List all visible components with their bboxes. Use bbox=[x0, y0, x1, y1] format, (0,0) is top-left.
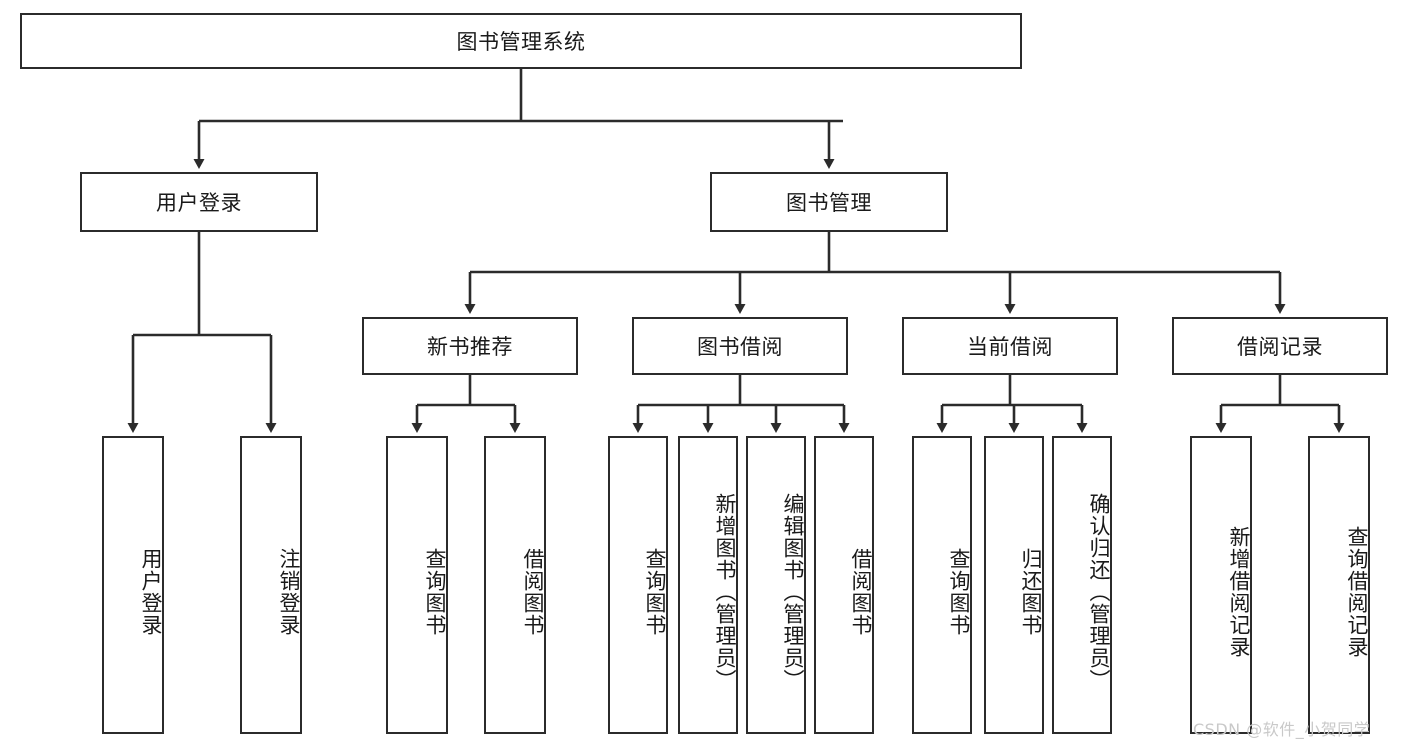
leaf-query-book-recommend[interactable]: 查询图书 bbox=[386, 436, 448, 734]
leaf-confirm-return-admin-label: 确认归还（管理员） bbox=[1087, 493, 1111, 691]
leaf-borrow-book-label: 借阅图书 bbox=[849, 548, 873, 636]
leaf-query-book-recommend-label: 查询图书 bbox=[423, 548, 447, 636]
leaf-query-book-current[interactable]: 查询图书 bbox=[912, 436, 972, 734]
leaf-return-book-label: 归还图书 bbox=[1019, 548, 1043, 636]
watermark-text: CSDN @软件_小贺同学 bbox=[1193, 720, 1371, 739]
node-book-borrow-label: 图书借阅 bbox=[697, 335, 783, 359]
node-book-borrow[interactable]: 图书借阅 bbox=[632, 317, 848, 375]
leaf-borrow-book-recommend[interactable]: 借阅图书 bbox=[484, 436, 546, 734]
leaf-query-book-borrow-label: 查询图书 bbox=[643, 548, 667, 636]
node-borrow-record-label: 借阅记录 bbox=[1237, 335, 1323, 359]
node-root-label: 图书管理系统 bbox=[456, 30, 586, 54]
leaf-add-borrow-record-label: 新增借阅记录 bbox=[1227, 526, 1251, 658]
leaf-borrow-book-recommend-label: 借阅图书 bbox=[521, 548, 545, 636]
node-user-login[interactable]: 用户登录 bbox=[80, 172, 318, 232]
node-new-book-recommend-label: 新书推荐 bbox=[427, 335, 513, 359]
node-book-management[interactable]: 图书管理 bbox=[710, 172, 948, 232]
leaf-logout-label: 注销登录 bbox=[277, 548, 301, 636]
leaf-user-login-label: 用户登录 bbox=[139, 548, 163, 636]
leaf-query-book-borrow[interactable]: 查询图书 bbox=[608, 436, 668, 734]
leaf-query-borrow-record-label: 查询借阅记录 bbox=[1345, 526, 1369, 658]
leaf-borrow-book[interactable]: 借阅图书 bbox=[814, 436, 874, 734]
node-book-management-label: 图书管理 bbox=[786, 191, 872, 215]
node-borrow-record[interactable]: 借阅记录 bbox=[1172, 317, 1388, 375]
leaf-query-book-current-label: 查询图书 bbox=[947, 548, 971, 636]
watermark: CSDN @软件_小贺同学 bbox=[1193, 716, 1370, 740]
leaf-edit-book-admin-label: 编辑图书（管理员） bbox=[781, 493, 805, 691]
node-root[interactable]: 图书管理系统 bbox=[20, 13, 1022, 69]
leaf-query-borrow-record[interactable]: 查询借阅记录 bbox=[1308, 436, 1370, 734]
leaf-edit-book-admin[interactable]: 编辑图书（管理员） bbox=[746, 436, 806, 734]
node-current-borrow-label: 当前借阅 bbox=[967, 335, 1053, 359]
leaf-add-book-admin-label: 新增图书（管理员） bbox=[713, 493, 737, 691]
node-user-login-label: 用户登录 bbox=[156, 191, 242, 215]
leaf-confirm-return-admin[interactable]: 确认归还（管理员） bbox=[1052, 436, 1112, 734]
leaf-return-book[interactable]: 归还图书 bbox=[984, 436, 1044, 734]
node-new-book-recommend[interactable]: 新书推荐 bbox=[362, 317, 578, 375]
leaf-user-login[interactable]: 用户登录 bbox=[102, 436, 164, 734]
leaf-add-borrow-record[interactable]: 新增借阅记录 bbox=[1190, 436, 1252, 734]
node-current-borrow[interactable]: 当前借阅 bbox=[902, 317, 1118, 375]
leaf-logout[interactable]: 注销登录 bbox=[240, 436, 302, 734]
leaf-add-book-admin[interactable]: 新增图书（管理员） bbox=[678, 436, 738, 734]
